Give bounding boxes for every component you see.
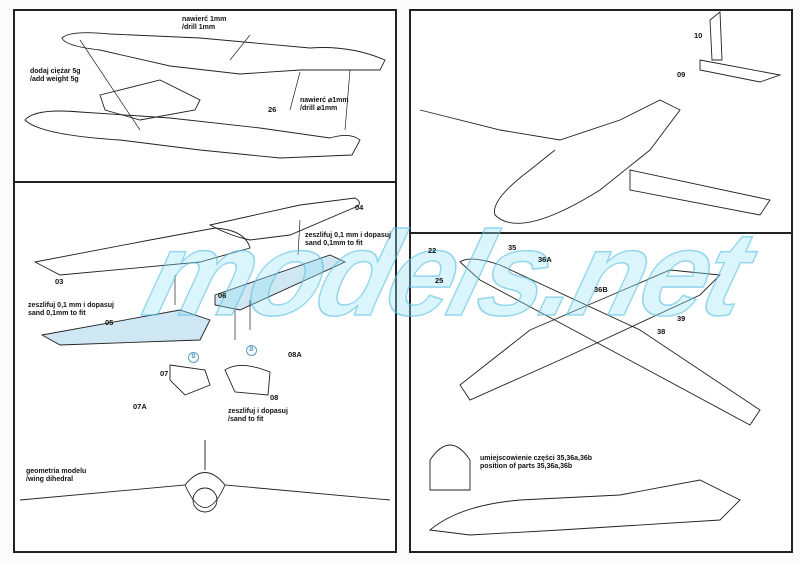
right-panel	[409, 9, 793, 553]
assembly-arrows	[174, 219, 301, 340]
part-39: 39	[677, 314, 686, 323]
left-divider	[13, 181, 397, 183]
step-marker-right: B	[246, 345, 257, 356]
label-line: /wing dihedral	[26, 476, 74, 483]
label-line: sand 0,1mm to fit	[305, 240, 363, 247]
part-38: 38	[657, 327, 666, 336]
sand-label-bottom: zeszlifuj i dopasuj/sand to fit	[228, 408, 288, 424]
wheel-well-08	[224, 365, 271, 396]
label-line: geometria modelu	[26, 468, 87, 475]
label-line: /drill ⌀1mm	[300, 105, 338, 112]
right-divider	[409, 232, 793, 234]
wing-and-tail-parts	[629, 11, 782, 216]
label-line: zeszlifuj i dopasuj	[228, 408, 288, 415]
part-35: 35	[508, 243, 517, 252]
assembly-arrows	[79, 34, 351, 131]
part-10: 10	[694, 31, 703, 40]
step-marker-left: B	[188, 352, 199, 363]
label-line: position of parts 35,36a,36b	[480, 463, 573, 470]
wheel-well-07	[169, 364, 211, 396]
wing-dihedral-label: geometria modelu/wing dihedral	[26, 468, 86, 484]
label-line: /sand to fit	[228, 416, 264, 423]
wing-right-upper	[208, 197, 360, 241]
label-line: sand 0,1mm to fit	[28, 310, 86, 317]
part-36b: 36B	[594, 285, 608, 294]
wing-lower-06	[214, 254, 347, 311]
add-weight-label: dodaj ciężar 5g/add weight 5g	[30, 68, 81, 84]
part-05: 05	[105, 318, 114, 327]
drill-diameter-label: nawierć ⌀1mm/drill ⌀1mm	[300, 97, 349, 113]
part-08: 08	[270, 393, 279, 402]
dihedral-nose	[192, 487, 218, 513]
cockpit-tub	[99, 79, 201, 121]
label-line: nawierć ⌀1mm	[300, 97, 349, 104]
wing-lower-05	[40, 309, 211, 346]
aircraft-side-view	[428, 479, 741, 536]
part-08a: 08A	[288, 350, 302, 359]
part-22: 22	[428, 246, 437, 255]
canopy-front-view	[429, 444, 471, 491]
part-36a: 36A	[538, 255, 552, 264]
part-04: 04	[355, 203, 364, 212]
label-line: zeszlifuj 0,1 mm i dopasuj	[28, 302, 114, 309]
part-26: 26	[268, 105, 277, 114]
part-09: 09	[677, 70, 686, 79]
part-07a: 07A	[133, 402, 147, 411]
label-line: dodaj ciężar 5g	[30, 68, 81, 75]
label-line: /add weight 5g	[30, 76, 79, 83]
aircraft-assembly-view	[419, 99, 681, 224]
label-line: /drill 1mm	[182, 24, 216, 31]
label-line: zeszlifuj 0,1 mm i dopasuj	[305, 232, 391, 239]
label-line: nawierć 1mm	[182, 16, 227, 23]
part-03: 03	[55, 277, 64, 286]
aircraft-underside-view	[459, 258, 761, 426]
dihedral-front-view	[19, 440, 391, 508]
aircraft-underside-wings	[459, 269, 721, 401]
label-line: umiejscowienie części 35,36a,36b	[480, 455, 593, 462]
fuselage-right-half	[24, 110, 361, 159]
fuselage-left-half	[61, 32, 386, 75]
drill-1mm-label: nawierć 1mm/drill 1mm	[182, 16, 226, 32]
part-25: 25	[435, 276, 444, 285]
part-07: 07	[160, 369, 169, 378]
part-06: 06	[218, 291, 227, 300]
wing-left-upper	[33, 227, 251, 276]
